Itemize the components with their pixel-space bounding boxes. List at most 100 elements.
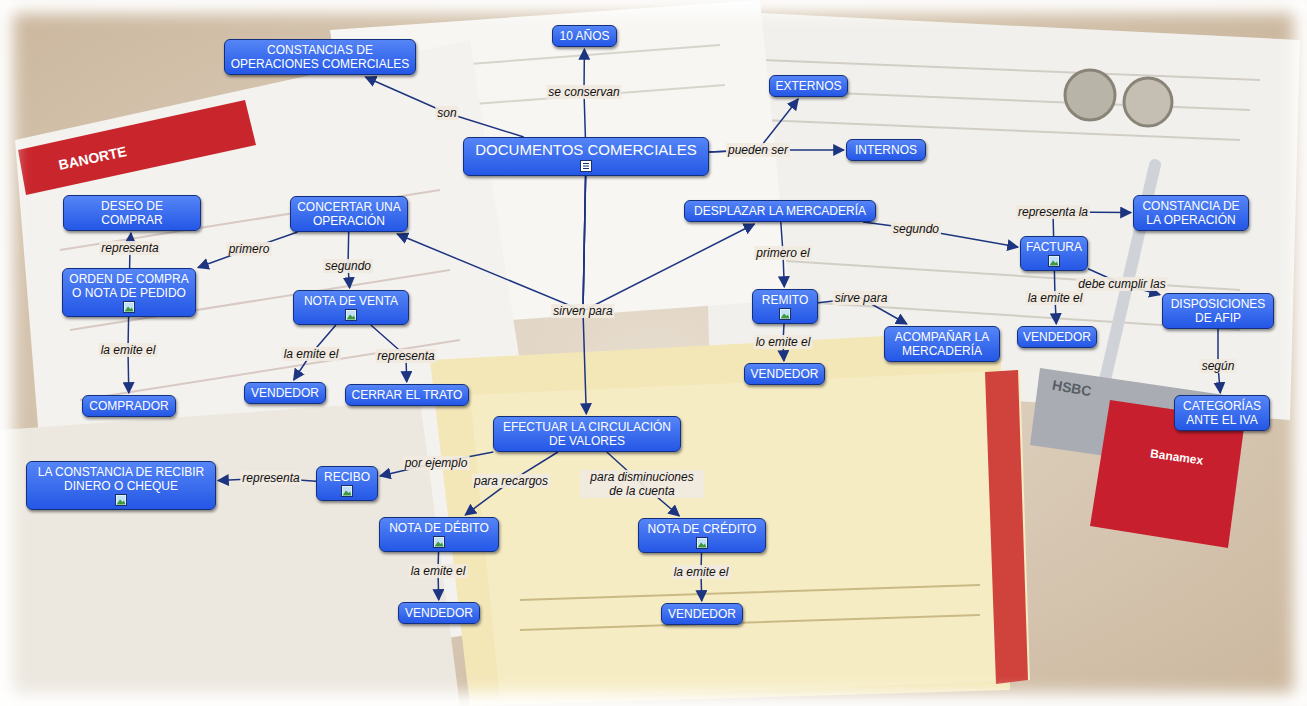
concept-box: RECIBO bbox=[316, 466, 378, 501]
connector bbox=[365, 77, 523, 137]
link-label: representa bbox=[240, 471, 301, 485]
concept-box: EFECTUAR LA CIRCULACIÓN DE VALORES bbox=[493, 416, 681, 452]
document-icon bbox=[580, 160, 592, 172]
link-label: para recargos bbox=[472, 474, 550, 488]
link-label: según bbox=[1200, 359, 1237, 373]
icon-holder bbox=[68, 301, 190, 313]
connector bbox=[863, 222, 1018, 247]
link-label: la emite el bbox=[672, 565, 731, 579]
concept-box: CATEGORÍAS ANTE EL IVA bbox=[1174, 395, 1270, 431]
icon-holder bbox=[644, 537, 760, 549]
concept-box: NOTA DE DÉBITO bbox=[379, 517, 499, 552]
node-text: REMITO bbox=[758, 293, 812, 307]
receipt-book bbox=[0, 400, 460, 706]
icon-holder bbox=[758, 308, 812, 320]
node-text: VENDEDOR bbox=[667, 607, 737, 621]
connector bbox=[198, 232, 298, 268]
link-label: pueden ser bbox=[726, 143, 790, 157]
icon-holder bbox=[32, 494, 210, 506]
link-label: representa la bbox=[1016, 205, 1090, 219]
node-text: INTERNOS bbox=[852, 143, 920, 157]
link-label: la emite el bbox=[282, 347, 341, 361]
connector bbox=[583, 176, 754, 311]
check-lines bbox=[520, 585, 980, 630]
node-text: VENDEDOR bbox=[404, 606, 474, 620]
coin bbox=[1065, 70, 1115, 120]
concept-box: LA CONSTANCIA DE RECIBIR DINERO O CHEQUE bbox=[26, 461, 216, 510]
concept-box: CONSTANCIA DE LA OPERACIÓN bbox=[1133, 195, 1249, 231]
link-label: primero el bbox=[754, 246, 811, 260]
node-text: NOTA DE VENTA bbox=[299, 294, 403, 308]
node-text: VENDEDOR bbox=[1023, 330, 1091, 344]
icon-holder bbox=[469, 160, 703, 172]
icon-holder bbox=[385, 536, 493, 548]
concept-box: NOTA DE CRÉDITO bbox=[638, 518, 766, 553]
node-text: DESPLAZAR LA MERCADERÍA bbox=[690, 204, 870, 218]
node-text: CONSTANCIAS DE OPERACIONES COMERCIALES bbox=[230, 43, 410, 71]
node-text: FACTURA bbox=[1026, 240, 1082, 254]
node-text: DESEO DE COMPRAR bbox=[69, 199, 195, 227]
node-text: VENDEDOR bbox=[250, 386, 320, 400]
concept-box: ACOMPAÑAR LA MERCADERÍA bbox=[884, 326, 1000, 362]
node-text: COMPRADOR bbox=[88, 399, 170, 413]
concept-box: VENDEDOR bbox=[398, 602, 480, 624]
link-label: sirve para bbox=[833, 291, 890, 305]
link-label: son bbox=[435, 106, 458, 120]
link-label: para disminuciones de la cuenta bbox=[580, 470, 704, 498]
concept-box: COMPRADOR bbox=[82, 395, 176, 417]
paper-print-lines bbox=[760, 60, 1260, 330]
node-text: VENDEDOR bbox=[750, 367, 819, 381]
image-icon bbox=[123, 301, 135, 313]
node-text: ACOMPAÑAR LA MERCADERÍA bbox=[890, 330, 994, 358]
link-label: la emite el bbox=[409, 564, 468, 578]
node-text: LA CONSTANCIA DE RECIBIR DINERO O CHEQUE bbox=[32, 465, 210, 493]
node-text: CONCERTAR UNA OPERACIÓN bbox=[296, 200, 402, 228]
concept-box: DESEO DE COMPRAR bbox=[63, 195, 201, 231]
image-icon bbox=[115, 494, 127, 506]
bank-letterhead bbox=[18, 100, 256, 195]
node-text: 10 AÑOS bbox=[558, 29, 611, 43]
link-label: primero bbox=[227, 242, 272, 256]
concept-box: FACTURA bbox=[1020, 236, 1088, 271]
icon-holder bbox=[322, 485, 372, 497]
node-text: DOCUMENTOS COMERCIALES bbox=[469, 141, 703, 159]
coin bbox=[1124, 78, 1172, 126]
image-icon bbox=[345, 309, 357, 321]
connector bbox=[380, 452, 493, 476]
link-label: lo emite el bbox=[754, 335, 813, 349]
node-text: CERRAR EL TRATO bbox=[351, 388, 463, 402]
connector bbox=[583, 176, 586, 414]
concept-box: DESPLAZAR LA MERCADERÍA bbox=[684, 200, 876, 222]
concept-box: 10 AÑOS bbox=[552, 25, 617, 47]
image-icon bbox=[341, 485, 353, 497]
concept-box: INTERNOS bbox=[846, 139, 926, 161]
link-label: sirven para bbox=[551, 304, 614, 318]
concept-box: CONSTANCIAS DE OPERACIONES COMERCIALES bbox=[224, 39, 416, 75]
concept-box: VENDEDOR bbox=[661, 603, 743, 625]
node-text: NOTA DE DÉBITO bbox=[385, 521, 493, 535]
concept-box: DOCUMENTOS COMERCIALES bbox=[463, 137, 709, 176]
concept-box: DISPOSICIONES DE AFIP bbox=[1162, 293, 1274, 329]
node-text: DISPOSICIONES DE AFIP bbox=[1168, 297, 1268, 325]
concept-box: VENDEDOR bbox=[244, 382, 326, 404]
connector bbox=[397, 176, 585, 311]
concept-box: ORDEN DE COMPRA O NOTA DE PEDIDO bbox=[62, 268, 196, 317]
image-icon bbox=[433, 536, 445, 548]
concept-box: VENDEDOR bbox=[1017, 326, 1097, 348]
link-label: representa bbox=[99, 241, 160, 255]
concept-box: CONCERTAR UNA OPERACIÓN bbox=[290, 196, 408, 232]
link-label: segundo bbox=[891, 222, 941, 236]
icon-holder bbox=[1026, 255, 1082, 267]
icon-holder bbox=[299, 309, 403, 321]
bank-check bbox=[470, 370, 1030, 700]
concept-box: CERRAR EL TRATO bbox=[345, 384, 469, 406]
check-stripe bbox=[985, 370, 1028, 684]
node-text: CONSTANCIA DE LA OPERACIÓN bbox=[1139, 199, 1243, 227]
connector bbox=[465, 452, 558, 515]
link-label: la emite el bbox=[99, 343, 158, 357]
link-label: segundo bbox=[323, 259, 373, 273]
